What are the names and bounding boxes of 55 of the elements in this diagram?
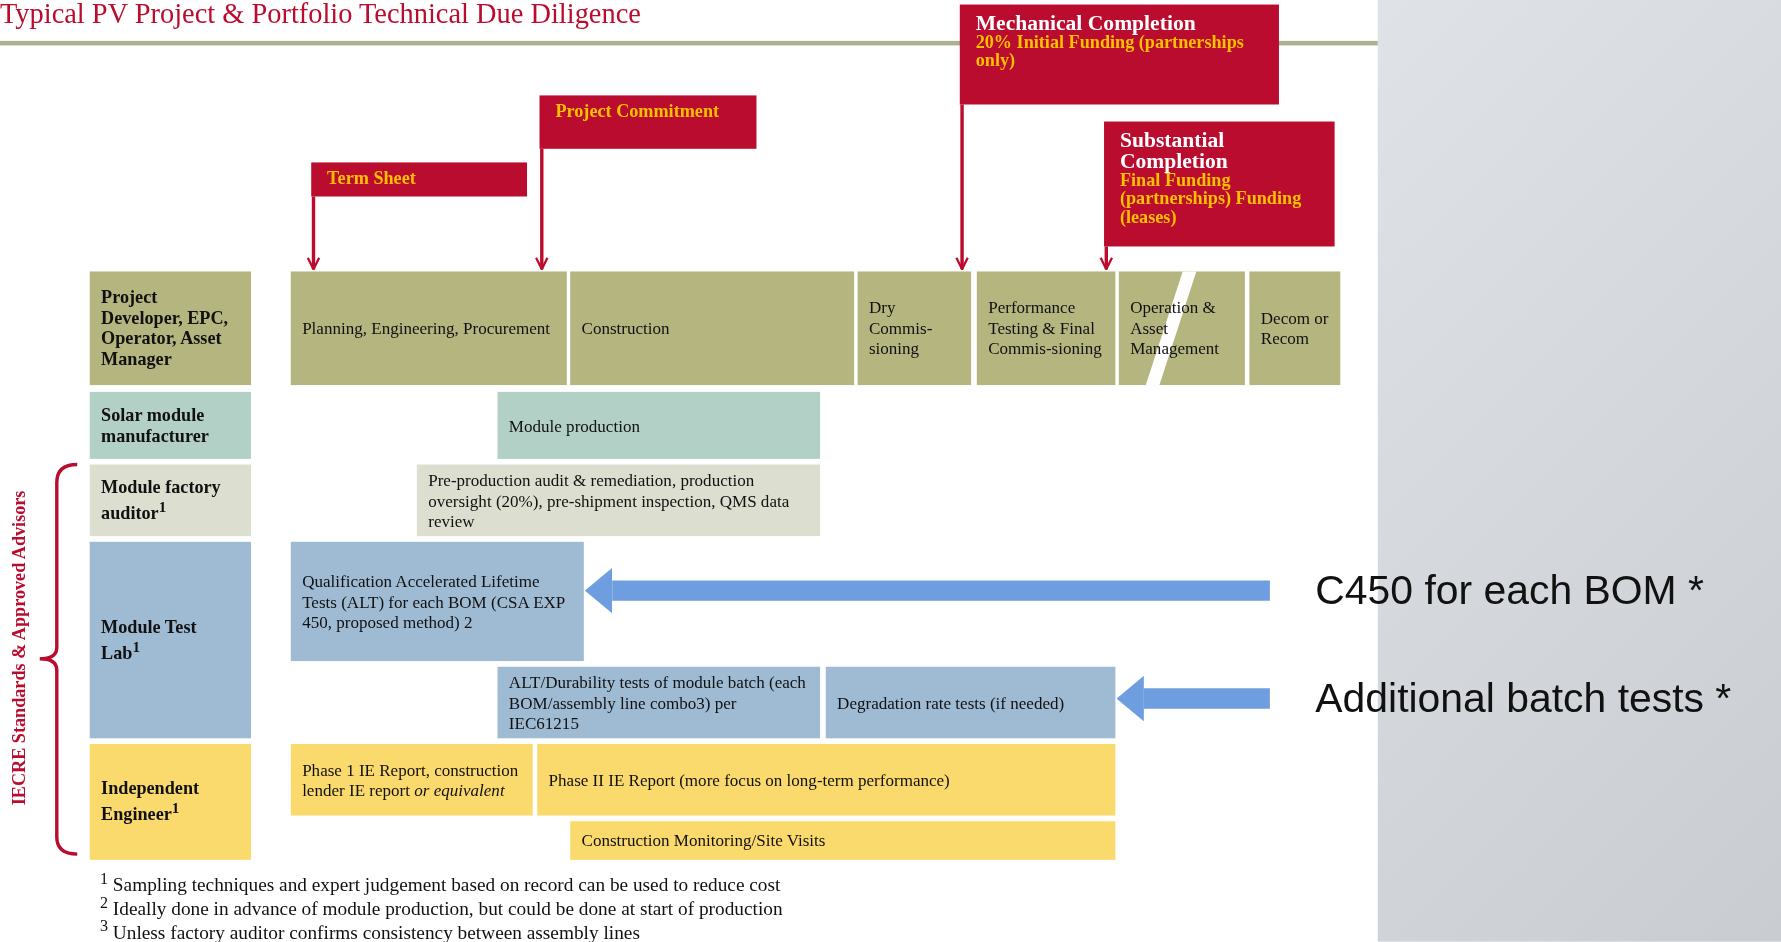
phase-label: Construction: [581, 318, 671, 339]
activity-bar: [825, 666, 1116, 739]
activity-bar: [290, 541, 584, 662]
activity-bar: [497, 666, 821, 739]
row-header: [89, 391, 251, 459]
arrow: [306, 196, 321, 271]
row-title: Module factory auditor$^{1}$: [101, 476, 222, 524]
activity-label: Module production: [508, 415, 641, 436]
row-header: [89, 541, 251, 739]
activity-label: ALT/Durability tests of module batch (each BOM/assembly line combo3) per IEC61215: [508, 672, 807, 734]
phase-bar: [1118, 271, 1245, 386]
milestone-title: Project Commitment: [555, 102, 721, 121]
activity-label: Construction Monitoring/Site Visits: [581, 830, 827, 851]
milestone-note: Final Funding (partnerships) Funding (leases): [1119, 171, 1303, 227]
arrow: [1099, 246, 1114, 271]
phase-bar: [857, 271, 972, 386]
activity-label: Phase 1 IE Report, construction lender IE report or equivalent: [302, 759, 520, 801]
phase-label: Decom or Recom: [1260, 307, 1329, 349]
row-title: Project Developer, EPC, Operator, Asset Manager: [101, 287, 230, 370]
title: Typical PV Project & Portfolio Technical Due Diligence: [0, 0, 641, 30]
activity-label: Degradation rate tests (if needed): [837, 692, 1066, 713]
milestone-flag: [539, 95, 757, 149]
activity-bar: [290, 744, 533, 816]
phase-bar: [290, 271, 567, 386]
row-header: [89, 464, 251, 537]
phase-bar: [976, 271, 1116, 386]
milestone-title: Term Sheet: [327, 169, 417, 188]
activity-bar: [416, 464, 821, 537]
phase-label: Performance Testing & Final Commis-sioning: [988, 297, 1103, 359]
activity-label: Qualification Accelerated Lifetime Tests (ALT) for each BOM (CSA EXP 450, proposed method) 2: [302, 570, 566, 633]
milestone-title: Substantial Completion: [1119, 128, 1228, 172]
phase-label: Dry Commis-sioning: [868, 297, 934, 359]
row-header: [89, 744, 251, 860]
footnote: $^{1}$ Sampling techniques and expert judgement based on record can be used to reduce cost: [99, 868, 781, 897]
phase-label: Planning, Engineering, Procurement: [302, 318, 552, 339]
row-title: Module Test Lab$^{1}$: [101, 616, 198, 664]
activity-bar: [570, 821, 1116, 860]
callout-text: Additional batch tests *: [1269, 670, 1770, 727]
milestone-flag: [311, 162, 528, 197]
row-title: Independent Engineer$^{1}$: [101, 778, 201, 826]
milestone-flag: [1104, 121, 1335, 247]
activity-label: Phase II IE Report (more focus on long-term performance): [548, 769, 951, 790]
bracket-label: IECRE Standards & Approved Advisors: [9, 489, 30, 807]
row-title: Solar module manufacturer: [101, 404, 210, 446]
block-arrow: [584, 567, 1270, 614]
activity-label: Pre-production audit & remediation, production oversight (20%), pre-shipment inspection, QMS data review: [428, 469, 791, 531]
phase-bar: [1249, 271, 1341, 386]
phase-bar: [570, 271, 855, 386]
activity-bar: [537, 744, 1116, 816]
block-arrow: [1116, 675, 1270, 722]
activity-bar: [497, 391, 821, 459]
row-header: [89, 271, 251, 386]
callout-text: C450 for each BOM *: [1269, 562, 1747, 620]
milestone-flag: [959, 4, 1279, 105]
arrow: [535, 148, 549, 271]
